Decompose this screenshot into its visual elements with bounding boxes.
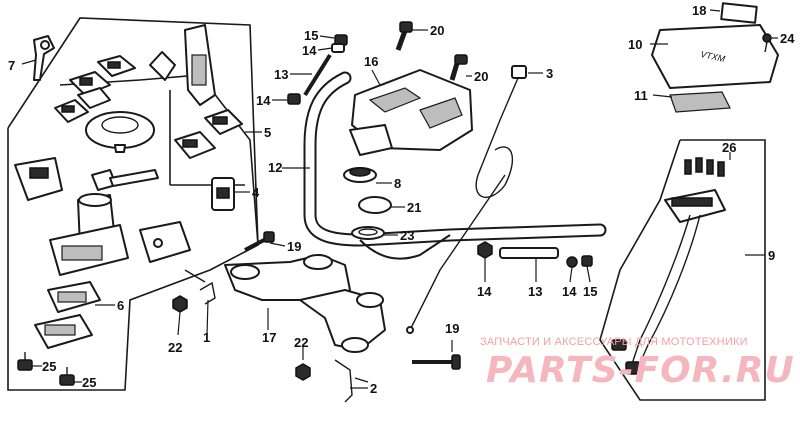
wire-harness-9: [611, 189, 726, 375]
callout-8: 8: [394, 176, 401, 191]
watermark-subtitle: ЗАПЧАСТИ И АКСЕССУАРЫ ДЛЯ МОТОТЕХНИКИ: [480, 336, 748, 348]
callout-14c: 14: [477, 284, 492, 299]
callout-13b: 13: [528, 284, 542, 299]
callout-numbers: 7 5 4 6 25 25 22 1 17 22 2 19 19 12 15 1…: [8, 3, 795, 396]
switch-body-part-4: [211, 177, 235, 211]
throttle-cable-3: [406, 65, 527, 334]
callout-3: 3: [546, 66, 553, 81]
callout-leader-lines: [21, 9, 778, 389]
callout-10: 10: [628, 37, 642, 52]
top-bridge-16: [349, 69, 473, 156]
callout-19a: 19: [287, 239, 301, 254]
callout-24: 24: [780, 31, 795, 46]
emblem-pad-11: [669, 91, 731, 113]
callout-14a: 14: [302, 43, 317, 58]
callout-19b: 19: [445, 321, 459, 336]
callout-26: 26: [722, 140, 736, 155]
upper-holder-bolts: [287, 34, 348, 105]
callout-1: 1: [203, 330, 210, 345]
callout-18: 18: [692, 3, 706, 18]
callout-9: 9: [768, 248, 775, 263]
callout-14b: 14: [256, 93, 271, 108]
callout-15a: 15: [304, 28, 318, 43]
left-group-frame: [7, 17, 259, 391]
callout-20a: 20: [430, 23, 444, 38]
callout-22b: 22: [294, 335, 308, 350]
watermark-logo: PARTS-FOR.RU: [486, 350, 795, 391]
callout-22a: 22: [168, 340, 182, 355]
callout-7: 7: [8, 58, 15, 73]
callout-25b: 25: [82, 375, 96, 390]
callout-16: 16: [364, 54, 378, 69]
emblem-base-10: VTXM: [651, 24, 779, 89]
callout-13a: 13: [274, 67, 288, 82]
cable-clip-1: [184, 269, 216, 305]
ignition-switch-cover: [85, 111, 155, 153]
screw-25: [17, 352, 75, 386]
holder-bolts-19: [244, 231, 461, 370]
terminal-pins-26: [684, 157, 725, 177]
callout-6: 6: [117, 298, 124, 313]
callout-20b: 20: [474, 69, 488, 84]
bolt-20: [395, 21, 468, 81]
callout-14d: 14: [562, 284, 577, 299]
steering-nut-set: [343, 167, 392, 240]
callout-15b: 15: [583, 284, 597, 299]
ignition-switch-body: [14, 157, 191, 276]
callout-11: 11: [634, 88, 648, 103]
callout-12: 12: [268, 160, 282, 175]
callout-21: 21: [407, 200, 421, 215]
callout-4: 4: [252, 185, 260, 200]
callout-17: 17: [262, 330, 276, 345]
callout-2: 2: [370, 381, 377, 396]
switch-lever-parts: [174, 24, 243, 159]
ignition-key: [33, 35, 55, 81]
cable-clip-2: [334, 359, 369, 403]
handlebar-switch-clamp: [34, 281, 101, 349]
callout-5: 5: [264, 125, 271, 140]
callout-23: 23: [400, 228, 414, 243]
switch-cover-parts: [54, 51, 176, 123]
callout-25a: 25: [42, 359, 56, 374]
lower-handlebar-holder-17: [224, 254, 386, 353]
nut-22: [172, 295, 311, 381]
emblem-18: [720, 2, 758, 24]
harness-group-frame: [599, 139, 766, 401]
grip-end-parts: [477, 241, 593, 268]
